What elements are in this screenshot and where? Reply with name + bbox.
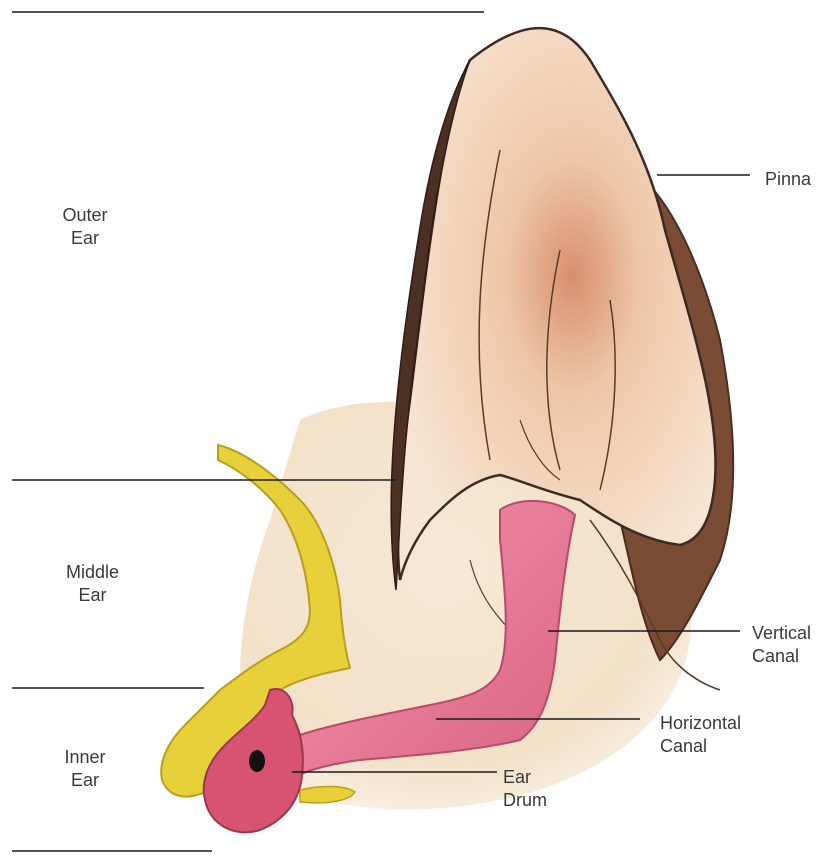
label-horizontal-canal-line1: Horizontal <box>660 712 741 735</box>
ear-drum-hole <box>249 750 265 772</box>
label-ear-drum-line1: Ear <box>503 766 547 789</box>
label-middle-ear: Middle Ear <box>40 561 145 607</box>
label-ear-drum: Ear Drum <box>503 766 547 812</box>
label-vertical-canal: Vertical Canal <box>752 622 811 668</box>
label-pinna-text: Pinna <box>765 168 811 191</box>
label-outer-ear-line2: Ear <box>40 227 130 250</box>
label-outer-ear-line1: Outer <box>40 204 130 227</box>
label-horizontal-canal-line2: Canal <box>660 735 741 758</box>
label-vertical-canal-line2: Canal <box>752 645 811 668</box>
label-outer-ear: Outer Ear <box>40 204 130 250</box>
label-horizontal-canal: Horizontal Canal <box>660 712 741 758</box>
label-middle-ear-line2: Ear <box>40 584 145 607</box>
label-inner-ear: Inner Ear <box>40 746 130 792</box>
label-pinna: Pinna <box>765 168 811 191</box>
label-inner-ear-line1: Inner <box>40 746 130 769</box>
label-ear-drum-line2: Drum <box>503 789 547 812</box>
label-middle-ear-line1: Middle <box>40 561 145 584</box>
label-vertical-canal-line1: Vertical <box>752 622 811 645</box>
label-inner-ear-line2: Ear <box>40 769 130 792</box>
